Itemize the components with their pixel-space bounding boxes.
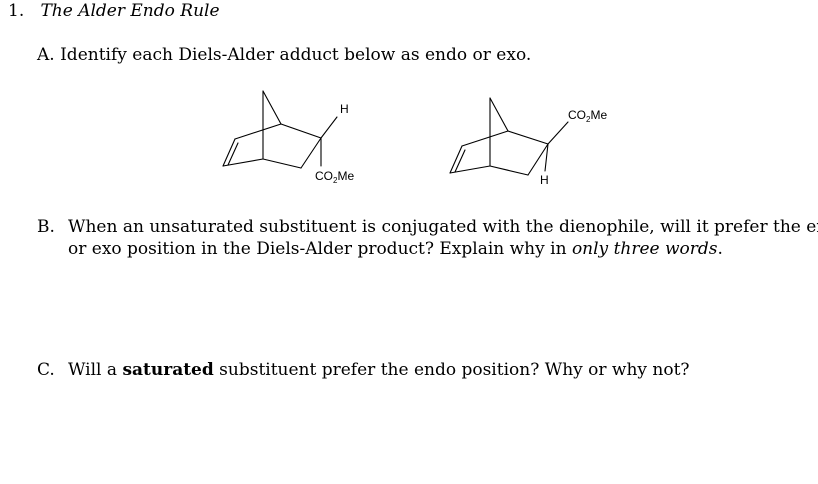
problem-number: 1. bbox=[8, 1, 25, 21]
part-c-bold: saturated bbox=[122, 360, 214, 380]
part-c-pre: Will a bbox=[68, 360, 123, 380]
part-c-letter: C. bbox=[37, 360, 55, 380]
part-b-line2-pre: or exo position in the Diels-Alder produ… bbox=[68, 239, 572, 259]
part-b-line2-post: . bbox=[717, 239, 723, 259]
problem-title: The Alder Endo Rule bbox=[40, 1, 220, 21]
problem-header: 1. The Alder Endo Rule bbox=[8, 0, 220, 22]
h-label-1: H bbox=[340, 102, 349, 116]
ester-label-1: CO2Me bbox=[315, 169, 354, 185]
part-b-line2-italic: only three words bbox=[571, 239, 718, 259]
part-c-post: substituent prefer the endo position? Wh… bbox=[213, 360, 690, 380]
h-label-2: H bbox=[540, 173, 549, 187]
part-b-line2: or exo position in the Diels-Alder produ… bbox=[68, 238, 723, 260]
norbornene-adduct-2: CO2Me H bbox=[449, 97, 607, 187]
part-a-letter: A. bbox=[37, 45, 55, 65]
part-a: A. Identify each Diels-Alder adduct belo… bbox=[37, 44, 531, 66]
part-b-letter: B. bbox=[37, 217, 55, 237]
norbornene-adduct-1: H CO2Me bbox=[222, 90, 354, 185]
ester-label-2: CO2Me bbox=[568, 108, 607, 124]
part-c-text: Will a saturated substituent prefer the … bbox=[68, 359, 690, 381]
part-b-line1: When an unsaturated substituent is conju… bbox=[68, 217, 818, 237]
part-a-text: Identify each Diels-Alder adduct below a… bbox=[60, 45, 532, 65]
